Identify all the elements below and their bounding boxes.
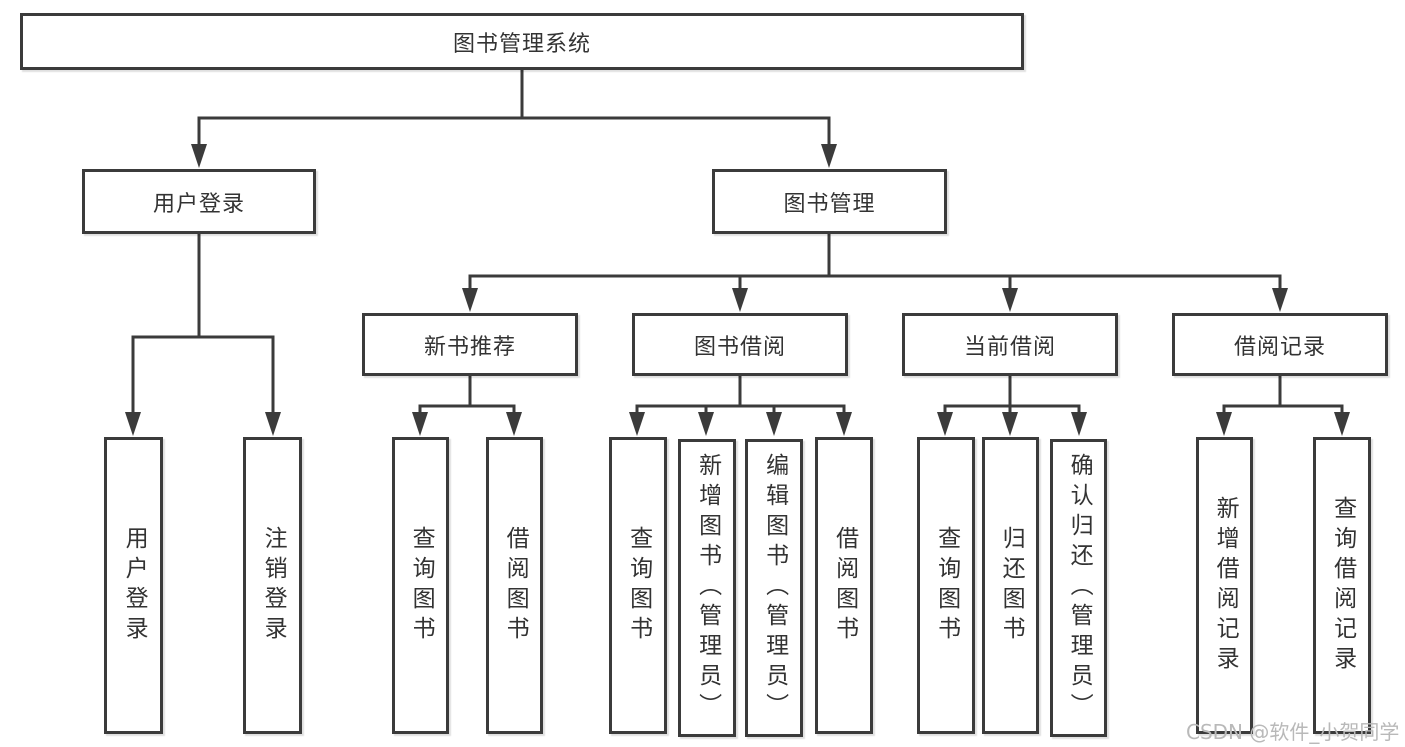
leaf-user-login-label: 用户登录 xyxy=(121,525,148,646)
leaf-br-query-borrow-record-label: 查询借阅记录 xyxy=(1329,495,1356,676)
leaf-nb-query-books-label: 查询图书 xyxy=(408,525,435,646)
connector-book-borrowing-subtree xyxy=(635,376,846,414)
csdn-watermark: CSDN @软件_小贺同学 xyxy=(1186,720,1400,744)
node-book-management: 图书管理 xyxy=(712,169,947,234)
leaf-bb-query-books-label: 查询图书 xyxy=(625,525,652,646)
leaf-bb-add-book-admin: 新增图书（管理员） xyxy=(678,439,736,737)
arrow-down-icon xyxy=(629,412,645,436)
leaf-cb-return-books: 归还图书 xyxy=(982,437,1039,734)
arrow-down-icon xyxy=(191,144,207,168)
node-new-book-recommend: 新书推荐 xyxy=(362,313,578,376)
leaf-bb-edit-book-admin-label: 编辑图书（管理员） xyxy=(761,453,788,723)
leaf-bb-borrow-books: 借阅图书 xyxy=(815,437,873,734)
leaf-nb-borrow-books-label: 借阅图书 xyxy=(502,525,529,646)
arrow-down-icon xyxy=(265,412,281,436)
node-book-borrowing: 图书借阅 xyxy=(632,313,848,376)
node-library-management-system-label: 图书管理系统 xyxy=(452,31,591,57)
arrow-down-icon xyxy=(1071,412,1087,436)
arrow-down-icon xyxy=(1002,288,1018,312)
node-library-management-system: 图书管理系统 xyxy=(20,13,1024,70)
node-borrow-records-label: 借阅记录 xyxy=(1233,334,1326,360)
leaf-nb-query-books: 查询图书 xyxy=(392,437,449,734)
node-new-book-recommend-label: 新书推荐 xyxy=(423,334,516,360)
leaf-bb-edit-book-admin: 编辑图书（管理员） xyxy=(745,439,803,737)
leaf-cb-confirm-return-admin: 确认归还（管理员） xyxy=(1050,439,1107,737)
arrow-down-icon xyxy=(412,412,428,436)
connector-new-book-recommend-subtree xyxy=(418,376,516,414)
leaf-cb-return-books-label: 归还图书 xyxy=(998,525,1025,646)
arrow-down-icon xyxy=(125,412,141,436)
leaf-br-add-borrow-record-label: 新增借阅记录 xyxy=(1212,495,1239,676)
node-current-borrowing: 当前借阅 xyxy=(902,313,1118,376)
leaf-br-add-borrow-record: 新增借阅记录 xyxy=(1196,437,1253,734)
connector-borrow-records-subtree xyxy=(1222,376,1344,414)
connector-root-to-level1 xyxy=(197,69,831,146)
node-current-borrowing-label: 当前借阅 xyxy=(963,334,1056,360)
arrow-down-icon xyxy=(698,412,714,436)
leaf-logout-label: 注销登录 xyxy=(260,525,287,646)
leaf-cb-confirm-return-admin-label: 确认归还（管理员） xyxy=(1066,453,1093,723)
leaf-bb-query-books: 查询图书 xyxy=(609,437,667,734)
node-user-login-label: 用户登录 xyxy=(152,191,245,217)
arrow-down-icon xyxy=(1334,412,1350,436)
connector-paths xyxy=(131,69,1344,414)
arrow-down-icon xyxy=(1272,288,1288,312)
connector-current-borrowing-subtree xyxy=(943,376,1081,414)
arrow-down-icon xyxy=(732,288,748,312)
leaf-nb-borrow-books: 借阅图书 xyxy=(486,437,543,734)
arrow-down-icon xyxy=(462,288,478,312)
arrow-down-icon xyxy=(836,412,852,436)
leaf-bb-add-book-admin-label: 新增图书（管理员） xyxy=(694,453,721,723)
leaf-cb-query-books-label: 查询图书 xyxy=(933,525,960,646)
leaf-cb-query-books: 查询图书 xyxy=(917,437,975,734)
leaf-user-login: 用户登录 xyxy=(104,437,163,734)
connector-user-login-subtree xyxy=(131,233,275,414)
node-borrow-records: 借阅记录 xyxy=(1172,313,1388,376)
connector-book-management-rail xyxy=(468,234,1282,290)
arrow-down-icon xyxy=(937,412,953,436)
leaf-logout: 注销登录 xyxy=(243,437,302,734)
arrow-down-icon xyxy=(1216,412,1232,436)
arrow-down-icon xyxy=(1002,412,1018,436)
arrowheads xyxy=(125,144,1350,436)
arrow-down-icon xyxy=(766,412,782,436)
arrow-down-icon xyxy=(506,412,522,436)
leaf-br-query-borrow-record: 查询借阅记录 xyxy=(1313,437,1371,734)
leaf-bb-borrow-books-label: 借阅图书 xyxy=(831,525,858,646)
node-book-management-label: 图书管理 xyxy=(783,191,876,217)
node-book-borrowing-label: 图书借阅 xyxy=(693,334,786,360)
arrow-down-icon xyxy=(821,144,837,168)
node-user-login: 用户登录 xyxy=(82,169,316,234)
